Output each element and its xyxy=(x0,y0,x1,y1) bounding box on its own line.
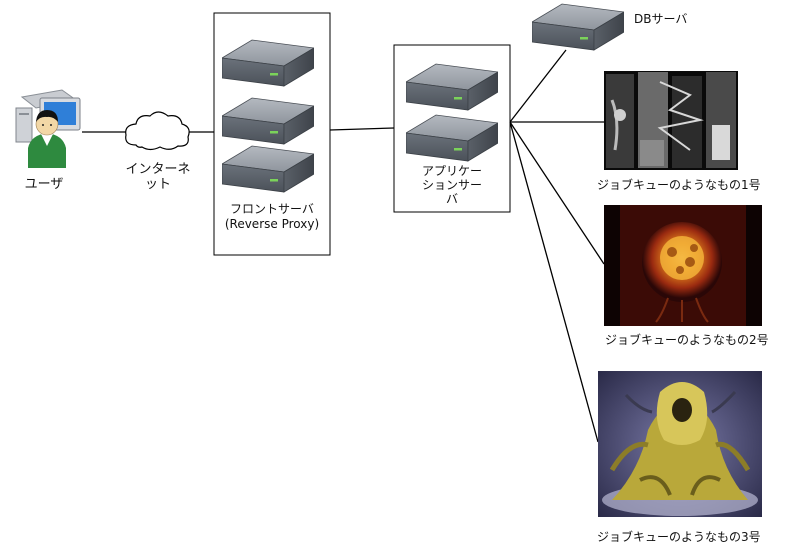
app-server-label-line1: アプリケー xyxy=(421,164,482,178)
job-queue-2-image xyxy=(604,205,762,326)
internet-label-line2: ット xyxy=(144,177,171,192)
job-queue-1-image xyxy=(604,71,738,170)
job-queue-2-label: ジョブキューのようなもの2号 xyxy=(605,333,769,347)
app-server-label-line2: ションサー xyxy=(421,178,482,192)
db-server-icon xyxy=(532,3,624,51)
front-server-label-line2: (Reverse Proxy) xyxy=(224,217,320,231)
front-server-2-icon xyxy=(222,97,314,145)
link-front-app xyxy=(329,127,395,131)
user-computer-icon xyxy=(15,89,81,168)
app-server-box xyxy=(393,44,511,213)
cloud-icon xyxy=(125,111,190,151)
job-queue-1-label: ジョブキューのようなもの1号 xyxy=(597,178,761,192)
front-server-box xyxy=(213,12,331,256)
front-server-1-icon xyxy=(222,39,314,87)
job-queue-3-label: ジョブキューのようなもの3号 xyxy=(597,530,761,544)
connection-lines xyxy=(82,49,605,443)
user-label: ユーザ xyxy=(24,177,64,192)
link-app-db xyxy=(509,49,567,123)
internet-label-line1: インターネ xyxy=(125,162,191,177)
db-server-label: DBサーバ xyxy=(634,12,688,26)
front-server-3-icon xyxy=(222,145,314,193)
app-server-1-icon xyxy=(406,63,498,111)
job-queue-3-image xyxy=(598,371,762,517)
link-app-job2 xyxy=(509,121,605,265)
front-server-label-line1: フロントサーバ xyxy=(230,202,314,216)
app-server-label-line3: バ xyxy=(445,192,458,206)
link-app-job3 xyxy=(509,121,599,443)
app-server-2-icon xyxy=(406,114,498,162)
